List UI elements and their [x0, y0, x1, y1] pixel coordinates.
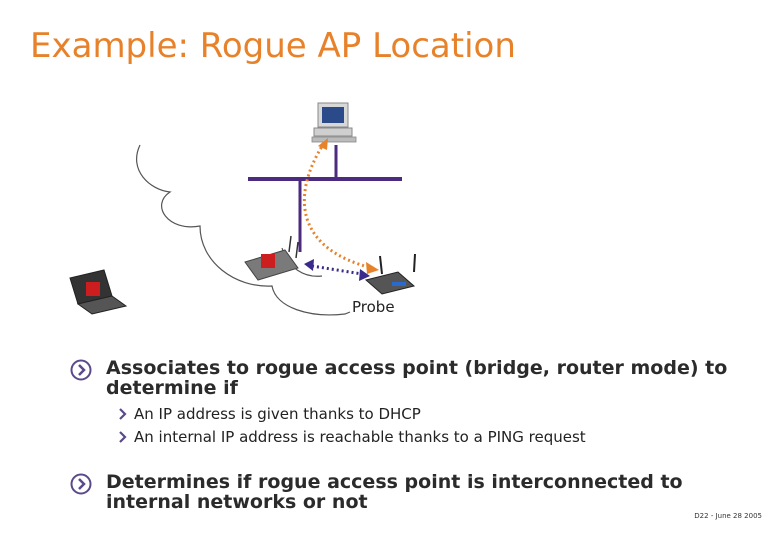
network-cloud — [136, 144, 351, 316]
chevron-right-icon — [119, 408, 127, 420]
purple-arrowhead-left — [304, 259, 314, 271]
bullet-1: Associates to rogue access point (bridge… — [70, 358, 750, 398]
laptop-icon — [69, 269, 128, 315]
orange-arrowhead-top — [318, 138, 328, 150]
chevron-right-icon — [119, 431, 127, 443]
sub-bullet-1-text: An IP address is given thanks to DHCP — [134, 405, 421, 423]
rogue-to-probe-link — [311, 264, 363, 276]
bullet-2: Determines if rogue access point is inte… — [70, 472, 690, 512]
computer-icon — [311, 102, 357, 143]
slide-title: Example: Rogue AP Location — [30, 26, 516, 66]
probe-to-computer-link — [302, 142, 373, 270]
circle-chevron-icon — [70, 473, 92, 495]
probe-label: Probe — [352, 298, 395, 316]
rogue-access-point-icon — [244, 235, 299, 281]
sub-bullet-1: An IP address is given thanks to DHCP — [118, 405, 421, 423]
sub-bullet-2: An internal IP address is reachable than… — [118, 428, 586, 446]
circle-chevron-icon — [70, 359, 92, 381]
bullet-2-text: Determines if rogue access point is inte… — [106, 471, 683, 513]
purple-arrowhead-right — [359, 269, 370, 281]
slide-footer: D22 - June 28 2005 — [694, 512, 762, 520]
probe-router-icon — [364, 253, 416, 295]
bullet-1-text: Associates to rogue access point (bridge… — [106, 357, 728, 399]
sub-bullet-2-text: An internal IP address is reachable than… — [134, 428, 586, 446]
orange-arrowhead-bottom — [366, 262, 379, 274]
